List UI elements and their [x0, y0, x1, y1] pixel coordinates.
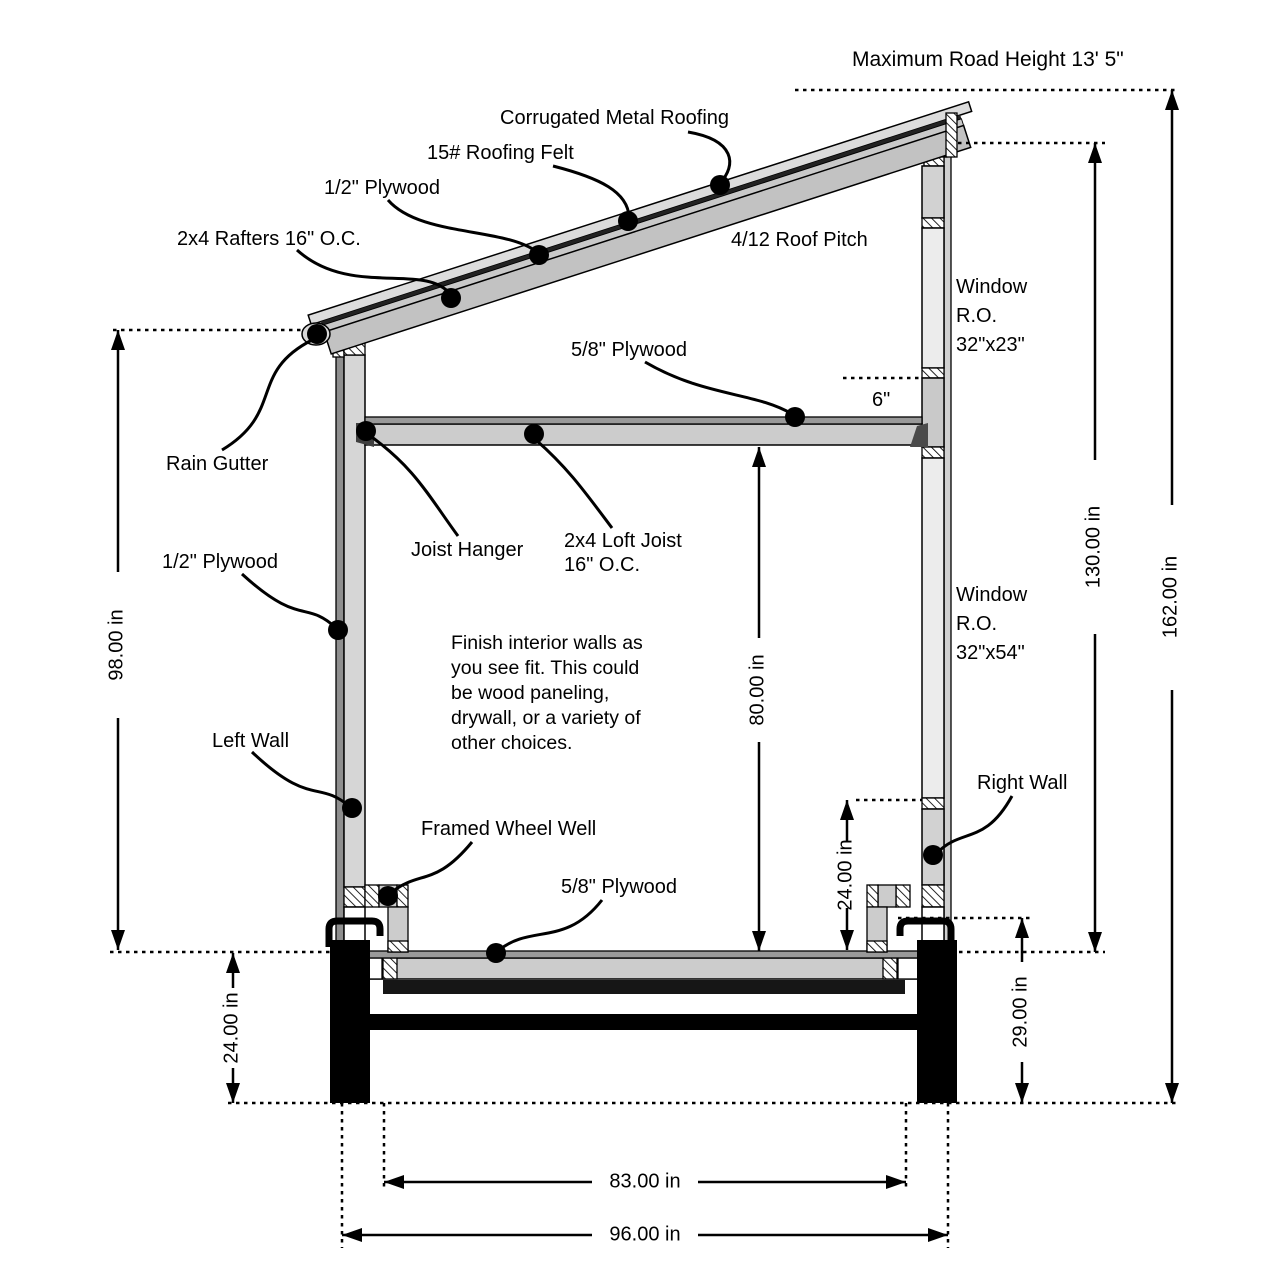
dimension-lines	[116, 90, 1174, 1237]
window-lower-line1: Window	[956, 584, 1028, 606]
joist-bearing-block	[910, 423, 928, 447]
right-wheel-well	[866, 884, 911, 953]
loft-joist-line1: 2x4 Loft Joist	[564, 530, 682, 552]
rain-gutter-label: Rain Gutter	[166, 453, 269, 475]
loft-plywood-label: 5/8" Plywood	[571, 339, 688, 361]
roof-plywood	[321, 118, 965, 333]
dim-window-to-floor: 24.00 in	[834, 839, 857, 911]
reference-lines	[110, 88, 1180, 1248]
joist-hanger-label: Joist Hanger	[411, 539, 524, 561]
note-line5: other choices.	[451, 732, 573, 754]
roof-felt-label: 15# Roofing Felt	[427, 142, 574, 164]
dim-floor-height: 29.00 in	[1009, 976, 1032, 1048]
right-wheel	[917, 940, 957, 1103]
left-wall-label: Left Wall	[212, 730, 290, 752]
note-line3: be wood paneling,	[451, 682, 610, 704]
window-lower-label: Window R.O. 32"x54"	[956, 581, 1027, 668]
dim-interior-width: 83.00 in	[609, 1170, 681, 1193]
window-upper-line3: 32"x23"	[956, 334, 1025, 356]
floor-assembly	[341, 950, 939, 1030]
roof-assembly	[307, 100, 973, 355]
max-road-height-label: Maximum Road Height 13' 5"	[852, 48, 1124, 71]
window-upper-line2: R.O.	[956, 305, 998, 327]
dim-left-wall-height: 98.00 in	[105, 609, 128, 681]
callout-dots	[307, 175, 943, 963]
loft-joist	[356, 416, 928, 447]
trailer-frame	[383, 980, 905, 994]
window-upper-line1: Window	[956, 276, 1028, 298]
window-lower-line3: 32"x54"	[956, 642, 1025, 664]
window-opening-upper	[921, 227, 945, 369]
trailer-axle-beam	[370, 1014, 920, 1030]
roof-felt	[320, 115, 962, 326]
wall-plywood-label: 1/2" Plywood	[162, 551, 279, 573]
left-wheel	[330, 940, 370, 1103]
dim-total-height: 162.00 in	[1159, 555, 1182, 639]
wheel-well-label: Framed Wheel Well	[421, 818, 597, 840]
roof-pitch-label: 4/12 Roof Pitch	[731, 229, 868, 251]
roof-metal-label: Corrugated Metal Roofing	[500, 107, 730, 129]
gap-6in-label: 6"	[872, 389, 891, 411]
dim-right-wall-height: 130.00 in	[1082, 505, 1105, 589]
loft-joist-line2: 16" O.C.	[564, 554, 641, 576]
loft-joist-label: 2x4 Loft Joist 16" O.C.	[564, 529, 682, 577]
dim-interior-height: 80.00 in	[746, 654, 769, 726]
right-fender	[896, 917, 955, 947]
window-upper-label: Window R.O. 32"x23"	[956, 273, 1027, 360]
dim-ground-clearance: 24.00 in	[220, 992, 243, 1064]
note-line4: drywall, or a variety of	[451, 707, 641, 729]
right-wall	[921, 142, 952, 953]
dim-total-width: 96.00 in	[609, 1223, 681, 1246]
loft-plywood	[364, 416, 923, 425]
callout-leaders	[221, 130, 1014, 952]
window-lower-line2: R.O.	[956, 613, 998, 635]
floor-plywood-label: 5/8" Plywood	[561, 876, 678, 898]
dimension-arrows	[111, 90, 1179, 1242]
right-wall-label: Right Wall	[977, 772, 1068, 794]
window-opening-lower	[921, 457, 945, 799]
note-line1: Finish interior walls as	[451, 632, 643, 654]
roof-end-cap	[945, 112, 958, 158]
floor-plywood	[341, 950, 939, 959]
interior-finish-note: Finish interior walls as you see fit. Th…	[451, 631, 643, 756]
roof-rafter	[323, 124, 972, 355]
left-fender	[325, 917, 384, 947]
rafters-label: 2x4 Rafters 16" O.C.	[177, 228, 361, 250]
roof-plywood-label: 1/2" Plywood	[324, 177, 441, 199]
note-line2: you see fit. This could	[451, 657, 640, 679]
